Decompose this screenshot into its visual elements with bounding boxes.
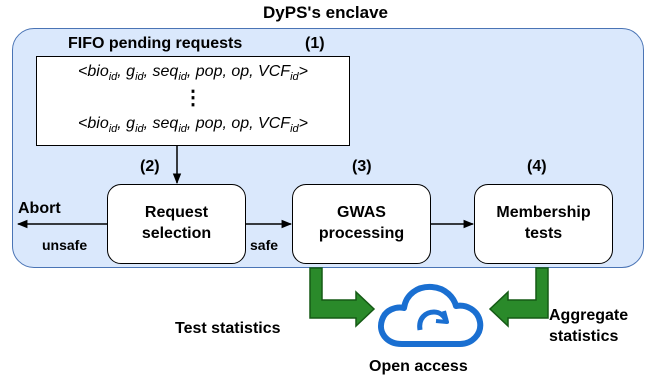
request-tuple-first: <bioid, gid, seqid, pop, op, VCFid>	[78, 63, 308, 84]
abort-label: Abort	[18, 200, 61, 217]
open-access-label: Open access	[369, 358, 468, 375]
unsafe-label: unsafe	[42, 237, 88, 253]
aggregate-green-arrow	[488, 267, 549, 328]
step-4-label: (4)	[527, 158, 547, 175]
test-statistics-green-arrow	[309, 267, 376, 328]
test-statistics-label: Test statistics	[175, 320, 281, 337]
step-3-label: (3)	[352, 158, 372, 175]
fifo-step-label: (1)	[305, 35, 325, 52]
step-2-label: (2)	[140, 158, 160, 175]
enclave-title: DyPS's enclave	[263, 3, 389, 22]
cloud-icon	[378, 283, 484, 347]
fifo-heading: FIFO pending requests	[68, 35, 243, 52]
request-tuple-last: <bioid, gid, seqid, pop, op, VCFid>	[78, 115, 308, 136]
safe-label: safe	[250, 237, 279, 253]
fifo-queue-box: <bioid, gid, seqid, pop, op, VCFid> ⋮ <b…	[36, 56, 350, 146]
